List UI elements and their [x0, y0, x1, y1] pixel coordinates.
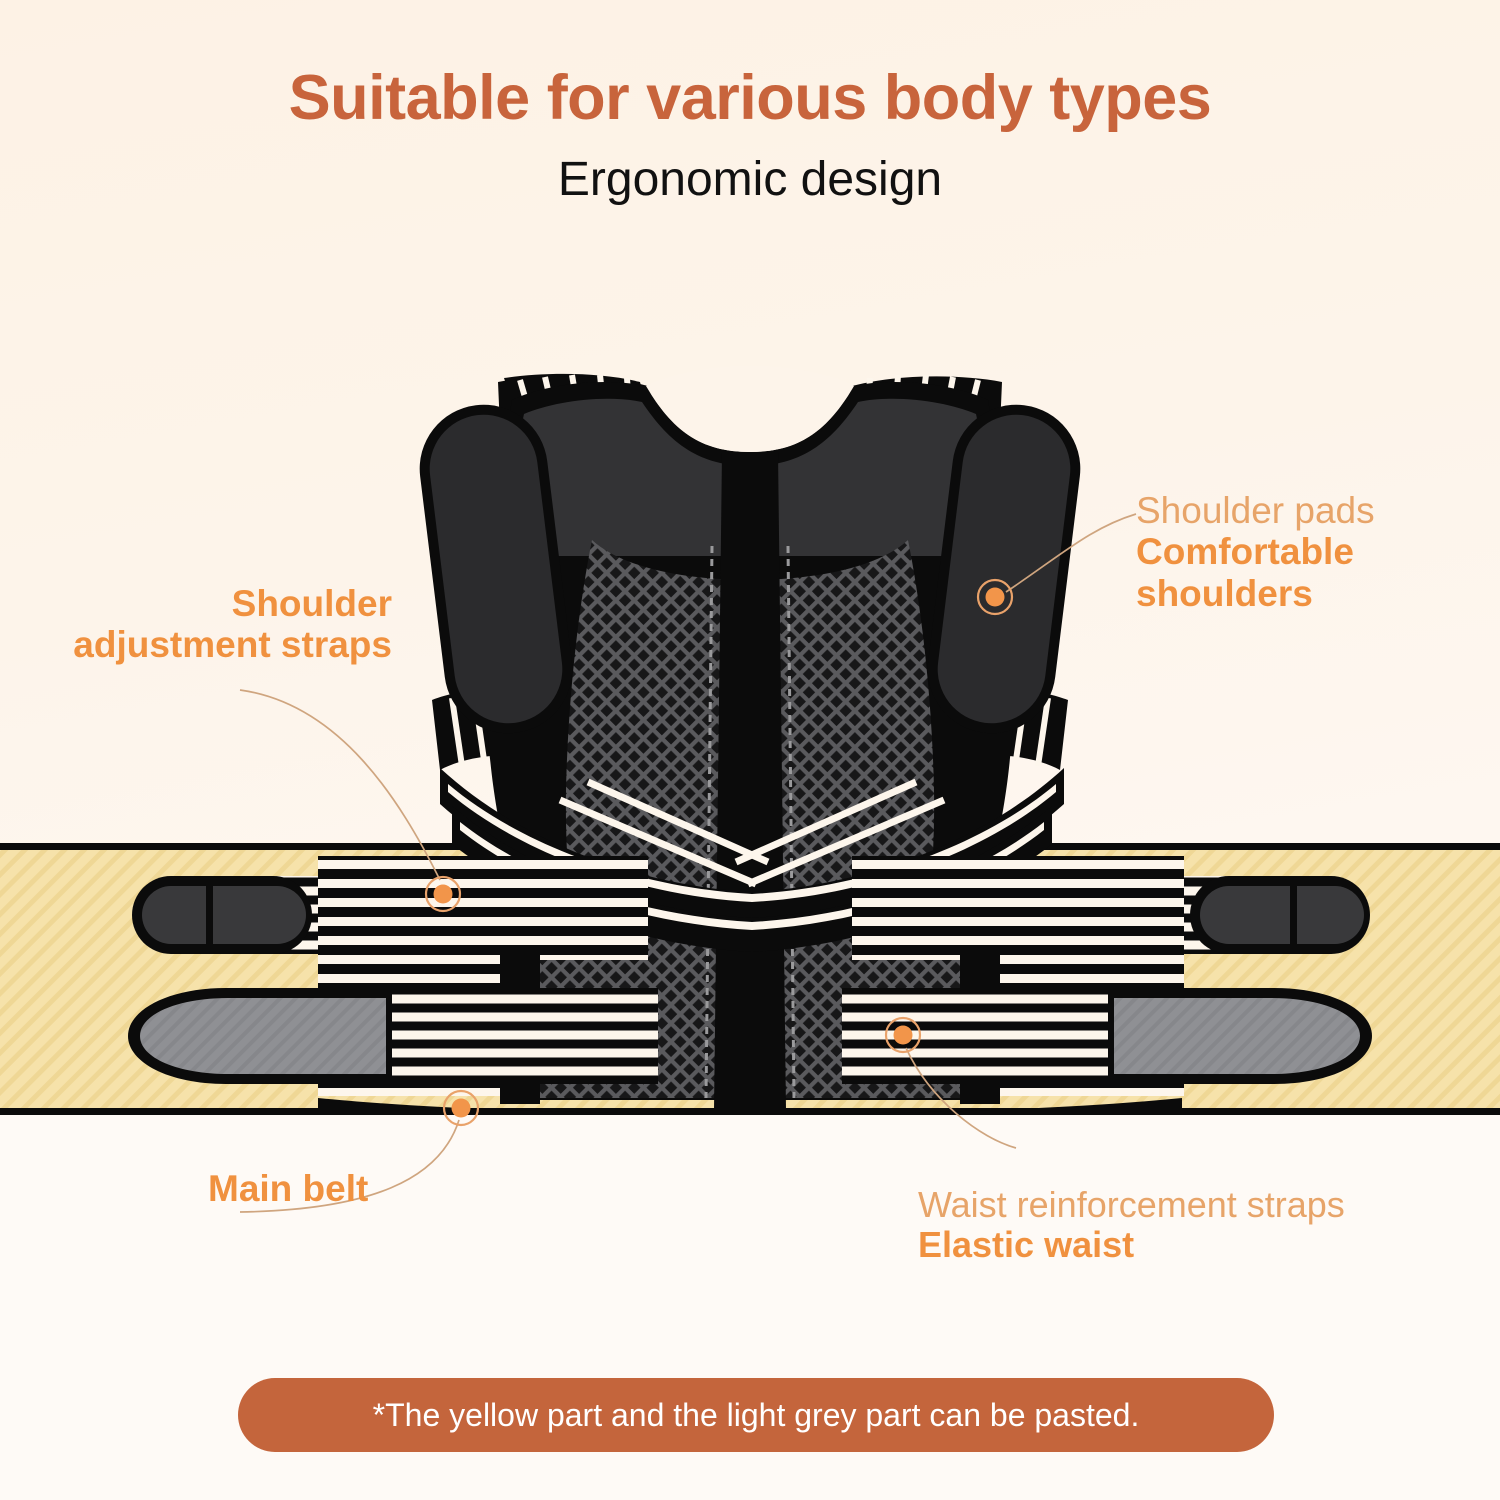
callout-waist: Waist reinforcement straps Elastic waist: [918, 1184, 1345, 1266]
callout-shoulder-pads: Shoulder pads Comfortable shoulders: [1136, 490, 1375, 614]
page-title: Suitable for various body types: [288, 63, 1212, 133]
callout-main-belt-line1: Main belt: [208, 1168, 369, 1209]
velcro-tab-lower-right: [1108, 988, 1372, 1084]
leader-waist: [884, 1016, 1017, 1149]
callout-shoulder-straps-line2: adjustment straps: [73, 624, 392, 666]
callout-shoulder-pads-line1: Shoulder pads: [1136, 490, 1375, 531]
callout-shoulder-straps-line1: Shoulder: [231, 583, 392, 624]
main-belt: [128, 988, 1372, 1084]
callout-shoulder-pads-line3: shoulders: [1136, 572, 1313, 614]
callout-shoulder-straps: Shoulder adjustment straps: [10, 583, 392, 666]
callout-waist-line2: Elastic waist: [918, 1224, 1135, 1266]
leader-shoulder-straps: [239, 689, 462, 913]
velcro-tab-lower-left: [128, 988, 392, 1084]
footer-note-text: *The yellow part and the light grey part…: [372, 1396, 1140, 1433]
velcro-tab-upper-left: [132, 876, 312, 954]
callout-main-belt: Main belt: [208, 1168, 368, 1209]
leader-shoulder-pads: [976, 513, 1137, 616]
shoulder-pads: [419, 404, 1081, 734]
leader-main-belt: [239, 1089, 480, 1213]
footer-note-banner: *The yellow part and the light grey part…: [238, 1378, 1274, 1452]
velcro-tab-upper-right: [1190, 876, 1370, 954]
page-subtitle: Ergonomic design: [557, 153, 943, 206]
callout-waist-line1: Waist reinforcement straps: [918, 1184, 1345, 1225]
callout-shoulder-pads-line2: Comfortable: [1136, 531, 1354, 573]
